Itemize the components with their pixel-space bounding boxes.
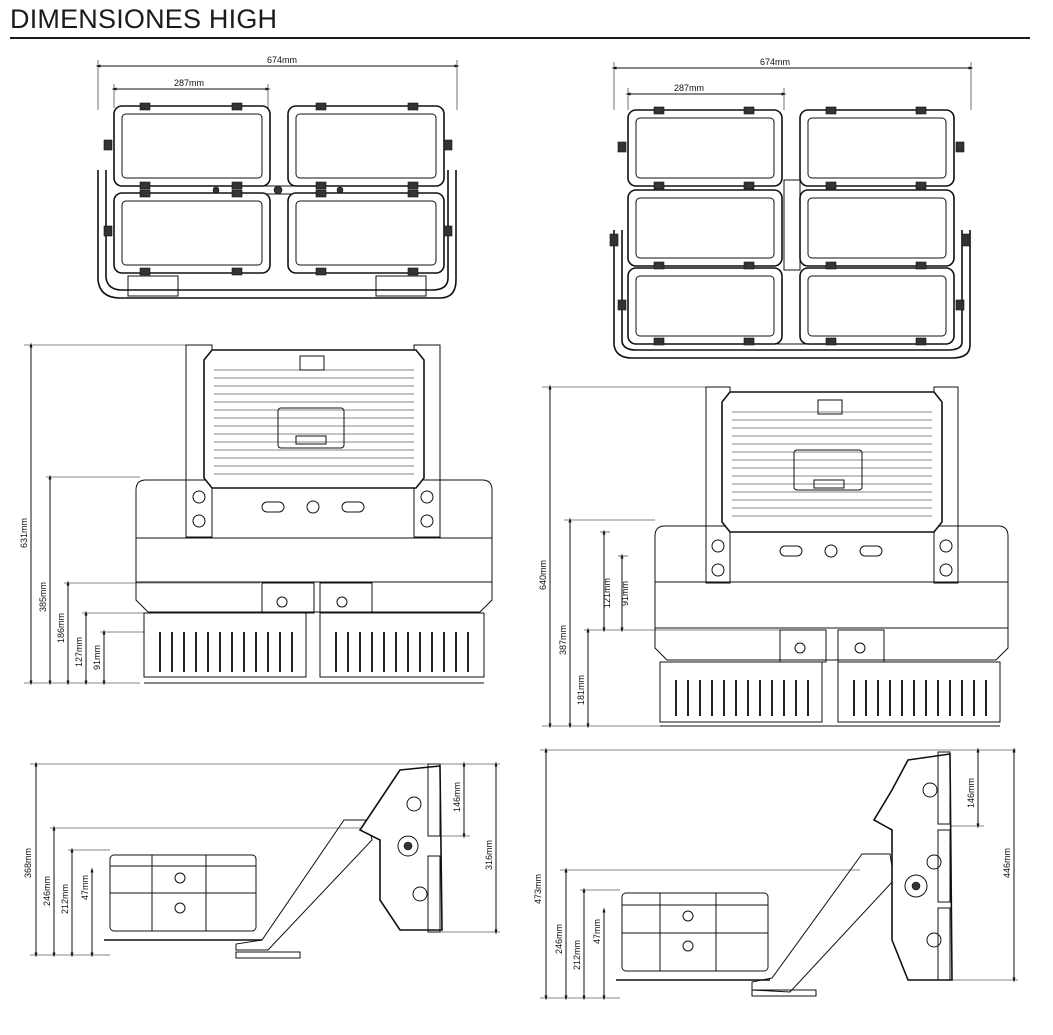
side6-h-c-label: 47mm [592,919,602,944]
page-title: DIMENSIONES HIGH [10,4,278,34]
side4-top-height-label: 146mm [452,782,462,812]
rear4-total-height-label: 631mm [19,518,29,548]
side4-total-height-label: 368mm [23,848,33,878]
rear-view-4-modules: 631mm 385mm 186mm 127mm 91mm [19,342,493,686]
title-underline [10,37,1030,39]
rear-view-6-modules: 640mm 387mm 181mm 121mm 91mm [538,384,1009,729]
front6-module-width-label: 287mm [674,83,704,93]
side-view-6-modules: 473mm 246mm 212mm 47mm 146mm 446mm [533,747,1018,1001]
rear4-h2-label: 186mm [56,613,66,643]
side6-right-height-label: 446mm [1002,848,1012,878]
side6-total-height-label: 473mm [533,874,543,904]
front-view-4-modules: 674mm 287mm [95,55,460,299]
rear6-total-height-label: 640mm [538,560,548,590]
side4-h-c-label: 47mm [80,875,90,900]
front6-total-width-label: 674mm [760,57,790,67]
page-header: DIMENSIONES HIGH [0,0,1053,44]
rear4-h4-label: 91mm [92,645,102,670]
rear6-h2-label: 181mm [576,675,586,705]
side6-h-a-label: 246mm [554,924,564,954]
side6-h-b-label: 212mm [572,940,582,970]
front-view-6-modules: 674mm 287mm [609,57,974,359]
side4-h-b-label: 212mm [60,884,70,914]
side4-h-a-label: 246mm [42,876,52,906]
rear6-h3-label: 121mm [602,578,612,608]
rear6-h4-label: 91mm [620,581,630,606]
side-view-4-modules: 368mm 246mm 212mm 47mm 146mm 316mm [23,761,500,959]
front4-total-width-label: 674mm [267,55,297,65]
side6-top-height-label: 146mm [966,778,976,808]
rear4-h1-label: 385mm [38,582,48,612]
rear4-h3-label: 127mm [74,637,84,667]
side4-right-height-label: 316mm [484,840,494,870]
front4-module-width-label: 287mm [174,78,204,88]
rear6-h1-label: 387mm [558,625,568,655]
